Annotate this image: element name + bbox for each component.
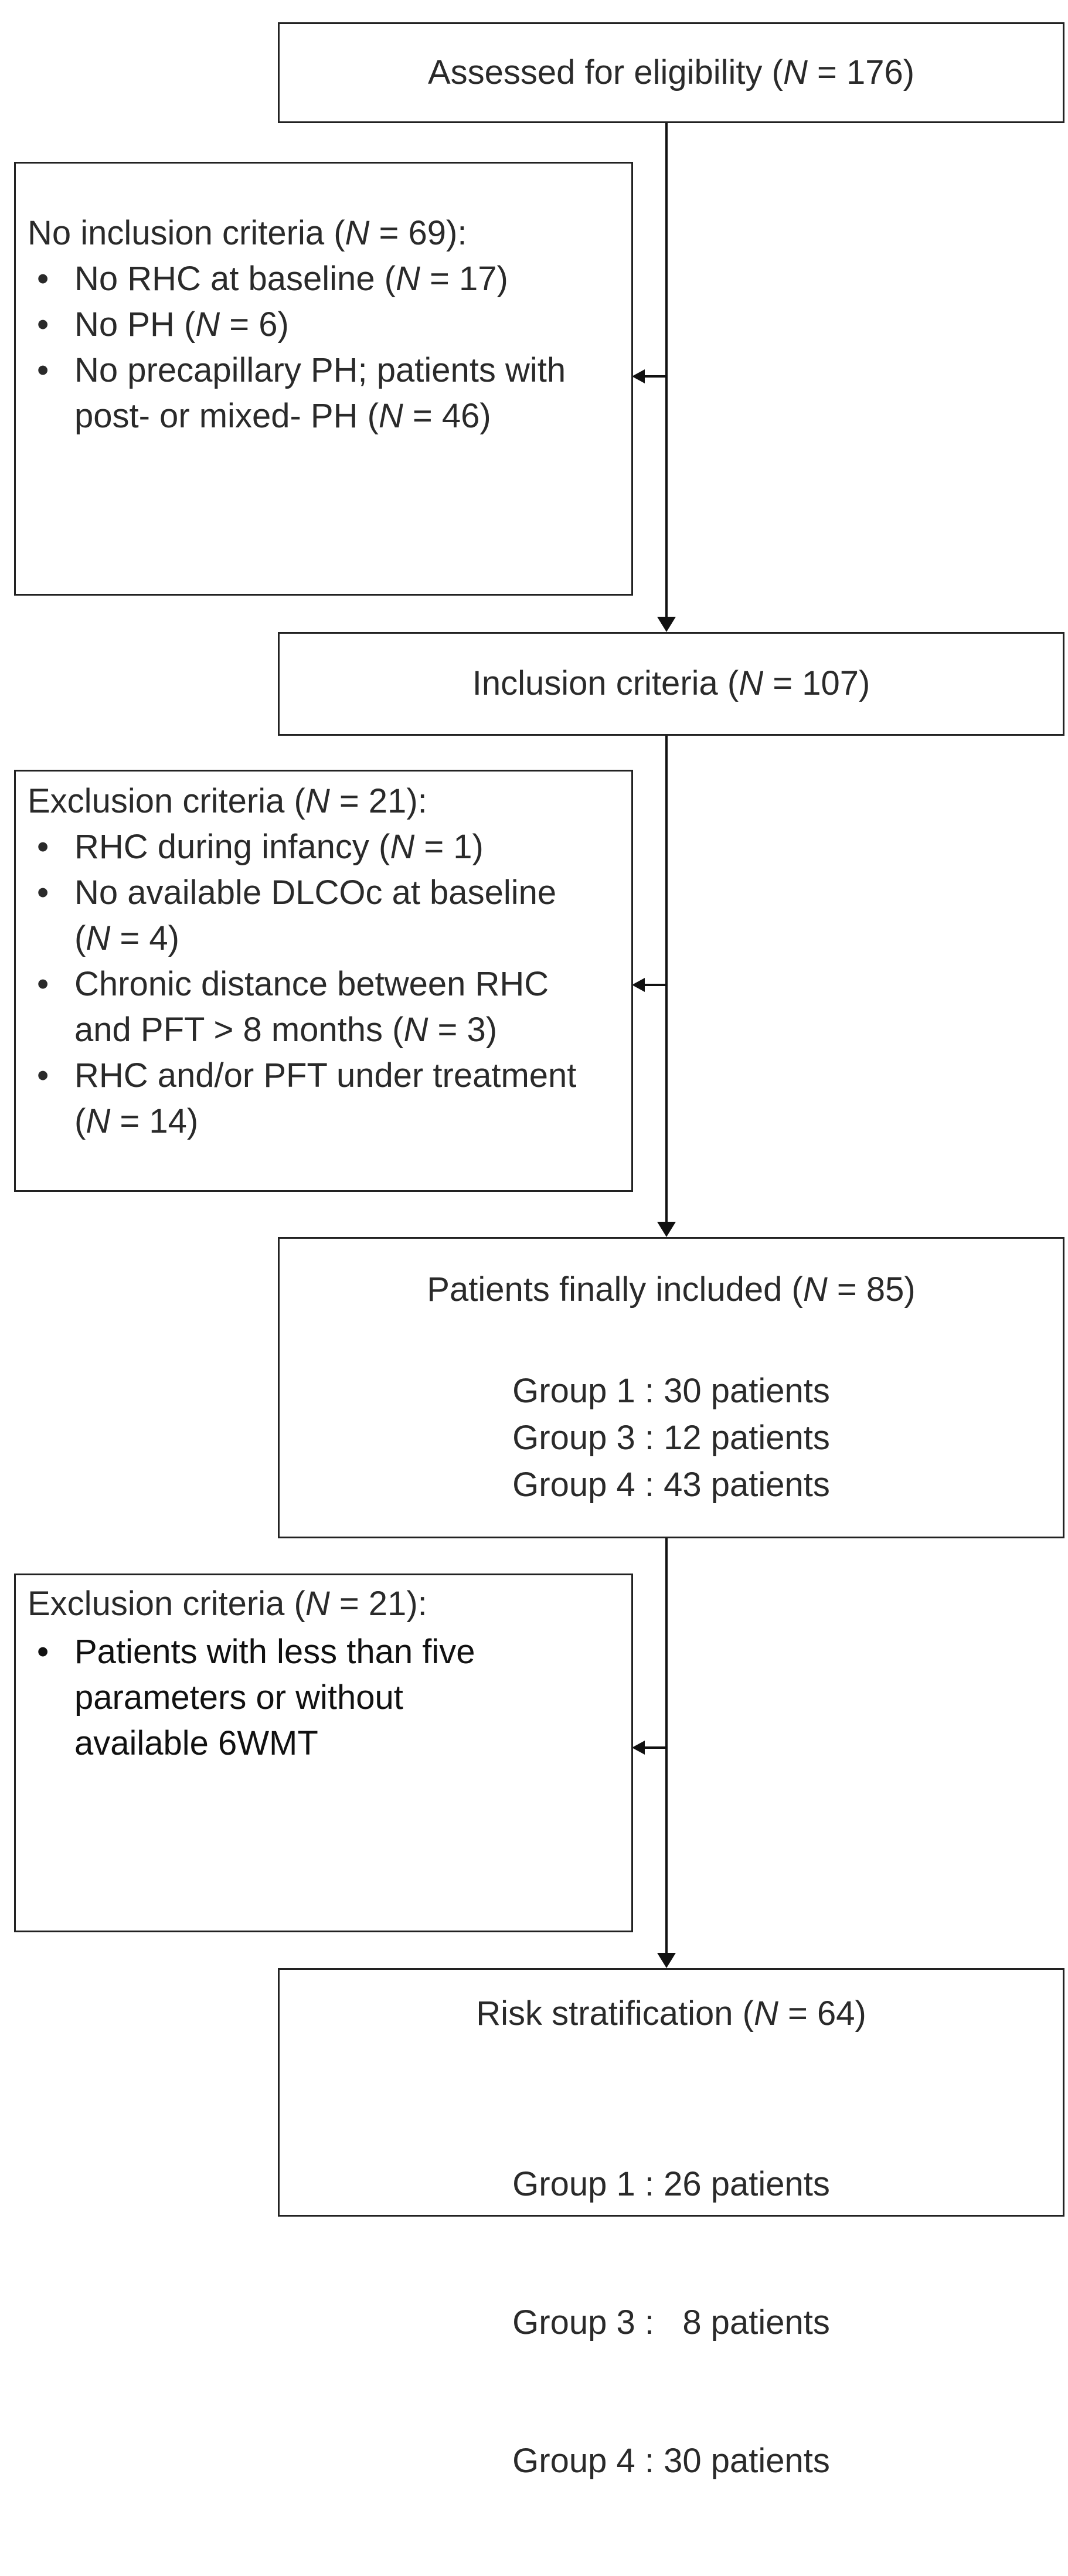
exclusion-2-header: Exclusion criteria (N = 21): — [28, 1581, 427, 1627]
item-text: No precapillary PH; patients with — [74, 351, 566, 389]
list-item: • Chronic distance between RHC and PFT > 8… — [16, 961, 576, 1053]
bullet-icon: • — [37, 305, 49, 344]
list-item: • No PH (N = 6) — [16, 302, 566, 348]
exclusion-1-list: •RHC during infancy (N = 1) •No availabl… — [16, 824, 576, 1144]
item-n: N — [378, 397, 403, 435]
item-n: N — [390, 828, 415, 866]
item-count: = 46) — [403, 397, 491, 435]
group-line: Group 4 : 43 patients — [512, 1466, 830, 1504]
inclusion-label: Inclusion criteria (N = 107) — [280, 661, 1063, 706]
group-line: Group 4 : 30 patients — [512, 2442, 830, 2480]
assessed-n-symbol: N — [783, 53, 808, 91]
item-n: N — [403, 1011, 428, 1049]
item-n: N — [86, 1102, 111, 1140]
risk-n-symbol: N — [753, 1994, 778, 2033]
assessed-for-eligibility-box: Assessed for eligibility (N = 176) — [278, 22, 1064, 123]
header-count: = 69): — [369, 214, 467, 252]
no-inclusion-list: •No RHC at baseline (N = 17) •No PH (N =… — [16, 256, 566, 439]
item-n: N — [86, 919, 111, 957]
list-item: • No RHC at baseline (N = 17) — [16, 256, 566, 302]
header-text: No inclusion criteria ( — [28, 214, 345, 252]
item-text: and PFT > 8 months ( — [74, 1011, 404, 1049]
item-text: Patients with less than five — [74, 1633, 475, 1671]
assessed-count: = 176) — [807, 53, 915, 91]
no-inclusion-criteria-box: No inclusion criteria (N = 69): •No RHC … — [14, 162, 633, 596]
assessed-text: Assessed for eligibility ( — [427, 53, 783, 91]
arrow-head-to-final — [657, 1222, 676, 1237]
risk-groups: Group 1 : 26 patients Group 3 : 8 patien… — [280, 2069, 1063, 2576]
item-count: = 6) — [220, 305, 289, 344]
list-item: • Patients with less than five parameters … — [16, 1629, 475, 1766]
item-text: RHC and/or PFT under treatment — [74, 1056, 577, 1095]
exclusion-1-header: Exclusion criteria (N = 21): — [28, 779, 427, 824]
item-n: N — [396, 260, 420, 298]
connector-lines — [632, 123, 676, 1968]
exclusion-criteria-box-2: Exclusion criteria (N = 21): • Patients w… — [14, 1574, 633, 1932]
arrow-head-to-inclusion — [657, 617, 676, 632]
item-text: ( — [74, 919, 86, 957]
item-n: N — [195, 305, 220, 344]
inclusion-criteria-box: Inclusion criteria (N = 107) — [278, 632, 1064, 736]
item-count: = 3) — [428, 1011, 498, 1049]
item-text: Chronic distance between RHC — [74, 965, 549, 1003]
bullet-icon: • — [37, 965, 49, 1003]
item-text: No RHC at baseline ( — [74, 260, 396, 298]
bullet-icon: • — [37, 828, 49, 866]
header-text: Exclusion criteria ( — [28, 1585, 305, 1623]
item-count: = 17) — [420, 260, 508, 298]
risk-text: Risk stratification ( — [476, 1994, 754, 2033]
item-count: = 1) — [414, 828, 484, 866]
final-n-symbol: N — [802, 1270, 828, 1309]
group-line: Group 1 : 26 patients — [512, 2165, 830, 2203]
risk-stratification-box: Risk stratification (N = 64) Group 1 : 2… — [278, 1968, 1064, 2480]
item-text: post- or mixed- PH ( — [74, 397, 379, 435]
risk-label: Risk stratification (N = 64) — [280, 1991, 1063, 2037]
exclusion-2-list: • Patients with less than five parameters … — [16, 1629, 475, 1766]
bullet-icon: • — [37, 1056, 49, 1095]
item-count: = 4) — [110, 919, 179, 957]
item-text: ( — [74, 1102, 86, 1140]
list-item: • RHC during infancy (N = 1) — [16, 824, 576, 870]
inclusion-count: = 107) — [763, 664, 870, 702]
item-text: No available DLCOc at baseline — [74, 874, 557, 912]
risk-count: = 64) — [778, 1994, 866, 2033]
final-groups: Group 1 : 30 patients Group 3 : 12 patie… — [280, 1368, 1063, 1508]
header-count: = 21): — [329, 1585, 427, 1623]
patients-finally-included-box: Patients finally included (N = 85) Group… — [278, 1237, 1064, 1538]
inclusion-n-symbol: N — [739, 664, 764, 702]
header-n: N — [305, 782, 330, 820]
inclusion-text: Inclusion criteria ( — [472, 664, 739, 702]
bullet-icon: • — [37, 1633, 49, 1671]
list-item: • RHC and/or PFT under treatment (N = 14) — [16, 1053, 576, 1144]
item-count: = 14) — [110, 1102, 199, 1140]
list-item: • No precapillary PH; patients with post- … — [16, 348, 566, 439]
group-line: Group 1 : 30 patients — [512, 1372, 830, 1410]
header-count: = 21): — [329, 782, 427, 820]
arrow-head-to-risk — [657, 1953, 676, 1968]
exclusion-criteria-box-1: Exclusion criteria (N = 21): •RHC during… — [14, 770, 633, 1192]
header-n: N — [305, 1585, 330, 1623]
no-inclusion-header: No inclusion criteria (N = 69): — [28, 210, 467, 256]
group-line: Group 3 : 12 patients — [512, 1419, 830, 1457]
header-text: Exclusion criteria ( — [28, 782, 305, 820]
final-label: Patients finally included (N = 85) — [280, 1267, 1063, 1313]
item-text: RHC during infancy ( — [74, 828, 390, 866]
item-text: No PH ( — [74, 305, 196, 344]
bullet-icon: • — [37, 351, 49, 389]
list-item: • No available DLCOc at baseline (N = 4) — [16, 870, 576, 961]
bullet-icon: • — [37, 260, 49, 298]
group-line: Group 3 : 8 patients — [512, 2303, 830, 2341]
bullet-icon: • — [37, 874, 49, 912]
assessed-label: Assessed for eligibility (N = 176) — [280, 50, 1063, 96]
item-text: parameters or without — [74, 1678, 403, 1717]
final-text: Patients finally included ( — [427, 1270, 803, 1309]
final-count: = 85) — [827, 1270, 916, 1309]
header-n: N — [345, 214, 370, 252]
item-text: available 6WMT — [74, 1724, 318, 1762]
